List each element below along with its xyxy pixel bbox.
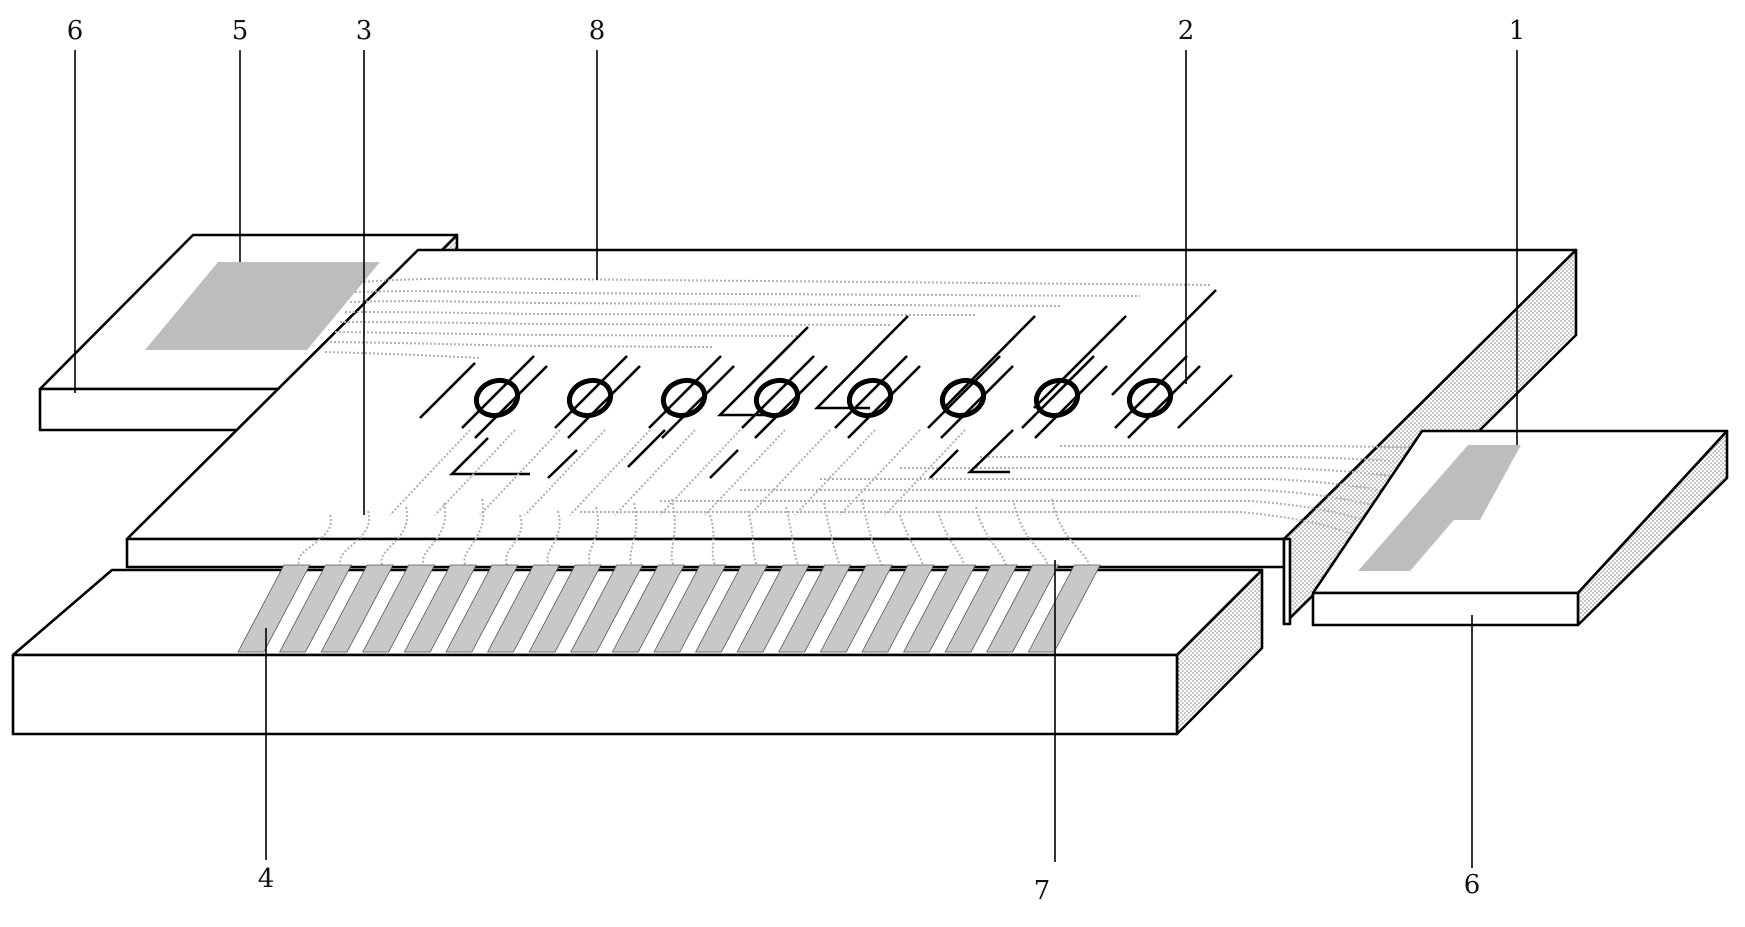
left-fiber-pads [145, 262, 380, 350]
detector-pad [778, 564, 852, 653]
detector-pad [902, 564, 977, 653]
ring-drop-trace [389, 429, 471, 516]
callout-1: 1 [1508, 16, 1526, 46]
detector-pad [819, 564, 893, 653]
fanout-trace [629, 502, 638, 566]
ring-drop-trace [704, 429, 786, 516]
fanout-trace [823, 502, 841, 566]
fanout-trace [861, 498, 883, 566]
ring-drop-trace [614, 429, 696, 516]
callout-2: 2 [1177, 16, 1195, 46]
ring-drop-trace [884, 429, 966, 516]
detector-pad [403, 564, 477, 653]
callout-4: 4 [257, 864, 275, 894]
bottom-detector-block [11, 564, 1264, 736]
ring-resonator [461, 355, 548, 439]
detector-pad [320, 564, 394, 653]
ring-resonator [1114, 355, 1201, 439]
callout-leaders [74, 50, 1518, 868]
detector-pad [570, 564, 644, 653]
ring-resonator [741, 355, 828, 439]
fanout-trace [1013, 502, 1049, 566]
callout-8: 8 [588, 16, 606, 46]
ring-drop-trace [839, 429, 921, 516]
callout-5: 5 [231, 16, 249, 46]
fanout-trace [670, 498, 676, 566]
callout-7: 7 [1033, 876, 1051, 906]
detector-pad [278, 564, 353, 653]
ring-drop-trace [794, 429, 876, 516]
detector-pad [528, 564, 602, 653]
ring-resonator [927, 355, 1014, 439]
fanout-trace [422, 502, 447, 566]
callout-6-right: 6 [1463, 870, 1481, 900]
callout-3: 3 [355, 16, 373, 46]
channel-fanout [297, 429, 1091, 566]
fanout-trace [587, 506, 599, 566]
right-fiber-pads [1358, 445, 1521, 571]
fanout-trace [339, 510, 371, 566]
detector-pad [986, 564, 1060, 653]
detector-pad [611, 564, 685, 653]
electrode-traces [419, 289, 1233, 479]
ring-drop-trace [479, 429, 561, 516]
detector-pad [736, 564, 810, 653]
detector-pad [694, 564, 769, 653]
ring-drop-trace [749, 429, 831, 516]
ring-resonator [1021, 355, 1108, 439]
ring-resonator [834, 355, 921, 439]
ring-resonator [554, 355, 641, 439]
fanout-trace [709, 514, 716, 566]
right-fiber-block [1311, 429, 1729, 627]
detector-pad [445, 564, 519, 653]
ring-resonator-array [461, 355, 1201, 439]
detector-pad [653, 564, 727, 653]
fanout-trace [937, 510, 966, 566]
callout-6-left: 6 [66, 16, 84, 46]
detector-pad [1027, 564, 1101, 653]
detector-pad [486, 564, 561, 653]
fanout-trace [899, 514, 924, 566]
ring-drop-trace [569, 429, 651, 516]
ring-resonator [648, 355, 735, 439]
detector-pad [861, 564, 935, 653]
fanout-trace [546, 510, 561, 566]
fanout-trace [463, 498, 485, 566]
detector-pad [362, 564, 436, 653]
detector-pad [237, 564, 311, 653]
fanout-trace [505, 514, 523, 566]
fanout-trace [975, 506, 1008, 566]
ring-drop-trace [659, 429, 741, 516]
ring-drop-trace [524, 429, 606, 516]
ring-drop-trace [434, 429, 516, 516]
fanout-trace [380, 506, 409, 566]
detector-pad-array [237, 564, 1101, 653]
detector-pad [944, 564, 1018, 653]
